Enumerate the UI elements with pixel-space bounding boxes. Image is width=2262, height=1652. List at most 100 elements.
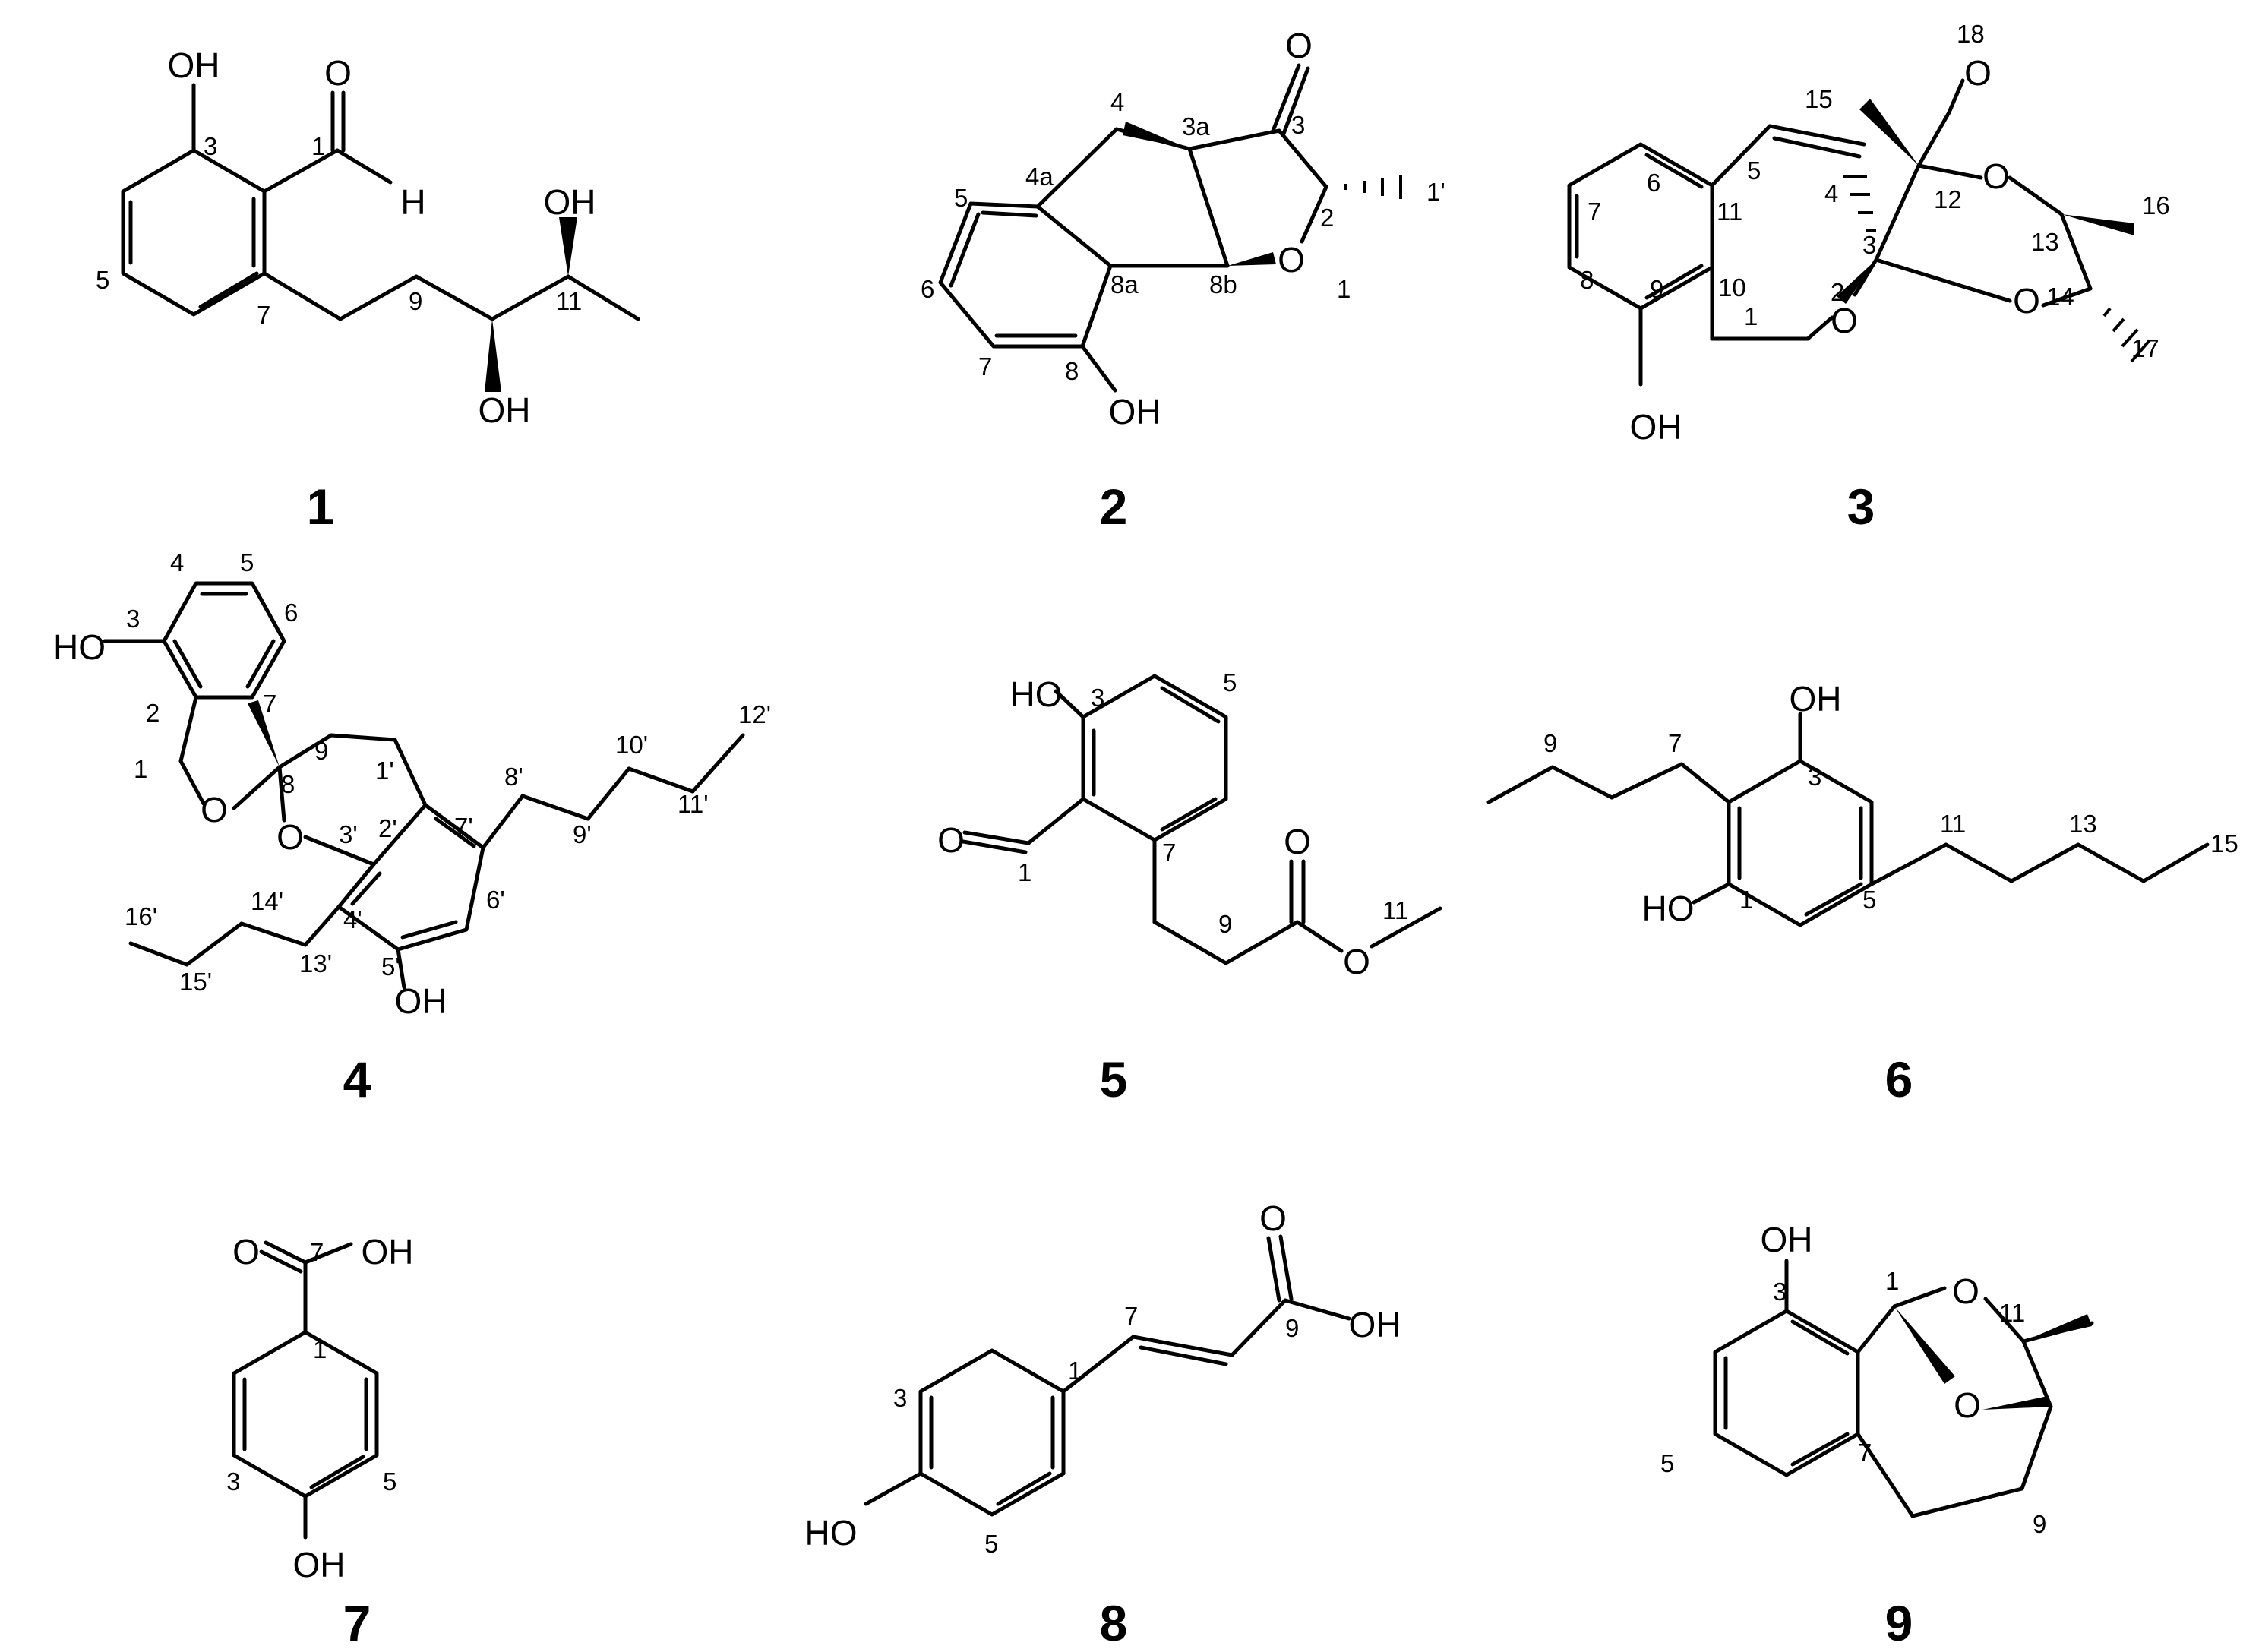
- compound-8-atom: OH: [1349, 1305, 1401, 1344]
- compound-1-locant: 9: [409, 287, 422, 315]
- compound-3-locant: 17: [2131, 334, 2159, 362]
- compound-2-wedge-bond: [1227, 252, 1276, 266]
- compound-2-locant: 8b: [1209, 270, 1237, 298]
- compound-9-locant: 5: [1660, 1449, 1674, 1477]
- compound-3-locant: 8: [1580, 266, 1594, 294]
- compound-8-atom: HO: [805, 1513, 858, 1553]
- compound-2-locant: 7: [978, 352, 992, 381]
- compound-2-hashed-bond: [1344, 175, 1402, 199]
- compound-4-locant: 2': [378, 814, 397, 842]
- compound-6-number: 6: [1885, 1051, 1913, 1107]
- compound-3-atom: O: [2013, 281, 2040, 321]
- compound-6-atom: OH: [1790, 679, 1842, 719]
- compound-4-locant: 1': [375, 757, 394, 785]
- compound-4-locant: 16': [125, 902, 157, 930]
- compound-2: O O OH 4 3a 3 4a 5 6 7 8 8a 8b 2 1' 1 2: [921, 26, 1445, 535]
- compound-7-atom: OH: [362, 1232, 414, 1271]
- compound-6-locant: 15: [2210, 829, 2238, 858]
- compound-2-locant: 8: [1065, 357, 1079, 385]
- compound-9-atom: O: [1954, 1385, 1981, 1425]
- compound-5-locant: 5: [1223, 668, 1237, 696]
- compound-1-atom: O: [324, 53, 352, 93]
- compound-2-atom: O: [1278, 240, 1305, 280]
- compound-3-locant: 2: [1831, 278, 1844, 306]
- compound-9-locant: 1: [1885, 1267, 1899, 1295]
- compound-1-locant: 5: [96, 266, 109, 294]
- compound-4-locant: 4': [343, 905, 362, 933]
- compound-2-locant: 6: [921, 275, 934, 303]
- compound-3-locant: 9: [1650, 275, 1663, 303]
- compound-9-atom: OH: [1761, 1220, 1813, 1259]
- compound-6-locant: 5: [1862, 886, 1876, 914]
- compound-5-bonds: [961, 674, 1442, 965]
- compound-4-locant: 14': [251, 887, 283, 915]
- compound-3-locant: 18: [1957, 20, 1985, 48]
- compound-9-locant: 3: [1773, 1278, 1787, 1306]
- compound-2-locant: 8a: [1110, 270, 1139, 298]
- compound-4-atom: O: [201, 790, 228, 829]
- compound-4-number: 4: [343, 1051, 371, 1107]
- compound-4-locant: 1: [134, 755, 147, 783]
- compound-4-locant: 2: [146, 699, 160, 727]
- compound-4-locant: 6': [486, 886, 505, 914]
- compound-8-locant: 3: [893, 1384, 907, 1412]
- compound-3-atom: O: [1964, 53, 1992, 93]
- compound-4-locant: 12': [738, 700, 771, 728]
- compound-1-bonds: [121, 83, 640, 321]
- compound-5-locant: 11: [1382, 896, 1408, 924]
- compound-7-atom: OH: [293, 1545, 346, 1584]
- compound-4-bonds: [103, 581, 745, 990]
- compound-4-locant: 3: [126, 605, 140, 633]
- compound-5-atom: O: [937, 820, 965, 860]
- compound-2-locant: 1': [1426, 178, 1445, 206]
- compound-6-locant: 1: [1739, 886, 1753, 914]
- compound-2-number: 2: [1100, 479, 1128, 535]
- compound-3-locant: 11: [1717, 197, 1742, 226]
- compound-3-locant: 3: [1862, 231, 1876, 259]
- compound-1-atom: H: [400, 182, 425, 222]
- compound-3-locant: 16: [2142, 191, 2170, 220]
- compound-4-locant: 4: [170, 548, 184, 576]
- compound-4: HO O O OH 4 5 6 3 2 7 1 8 9 1' 2' 7' 8' …: [53, 548, 771, 1107]
- compound-8-bonds: [864, 1234, 1351, 1517]
- compound-5-atom: O: [1343, 942, 1370, 981]
- compound-3-wedge-bond: [1859, 99, 1919, 166]
- compound-2-bonds: [938, 63, 1328, 393]
- compound-9: OH O O 3 1 11 5 7 9 9: [1660, 1220, 2094, 1651]
- compound-4-locant: 3': [339, 820, 358, 848]
- compound-7-locant: 5: [383, 1467, 396, 1496]
- compound-5-locant: 1: [1018, 858, 1031, 886]
- compound-1-locant: 3: [204, 132, 217, 160]
- compound-4-locant: 5: [240, 548, 254, 576]
- compound-3-locant: 7: [1588, 197, 1601, 226]
- compound-7-number: 7: [343, 1595, 371, 1651]
- compound-3-atom: OH: [1630, 407, 1682, 447]
- compound-3-bonds: [1567, 78, 2093, 387]
- compound-4-locant: 8: [281, 770, 295, 798]
- compound-4-locant: 9': [573, 820, 592, 848]
- compound-6-locant: 11: [1940, 810, 1966, 838]
- compound-4-atom: HO: [53, 627, 106, 667]
- compound-9-wedge-bond: [1894, 1306, 1955, 1384]
- compound-7-locant: 3: [226, 1467, 240, 1496]
- compound-2-locant: 4: [1110, 88, 1124, 116]
- compound-8-number: 8: [1100, 1595, 1128, 1651]
- compound-6-bonds: [1486, 712, 2210, 927]
- compound-3-atom: O: [1831, 301, 1858, 340]
- compound-1-number: 1: [307, 479, 335, 535]
- compound-7-locant: 1: [313, 1335, 327, 1363]
- compound-4-atom: OH: [395, 981, 447, 1021]
- compound-2-atom: OH: [1109, 392, 1161, 431]
- compound-5-atom: HO: [1010, 674, 1063, 714]
- compound-5-atom: O: [1284, 822, 1311, 861]
- compound-9-bonds: [1713, 1259, 2094, 1518]
- compound-3-wedge-bond: [2061, 214, 2134, 235]
- compound-3-locant: 13: [2031, 228, 2059, 256]
- compound-2-wedge-bond: [1123, 122, 1189, 149]
- compound-9-atom: O: [1952, 1271, 1979, 1311]
- compound-2-locant: 2: [1320, 204, 1334, 232]
- compound-3-locant: 14: [2046, 283, 2074, 311]
- compound-7: O OH OH 7 1 3 5 7: [226, 1232, 414, 1651]
- compound-6-locant: 7: [1668, 729, 1682, 757]
